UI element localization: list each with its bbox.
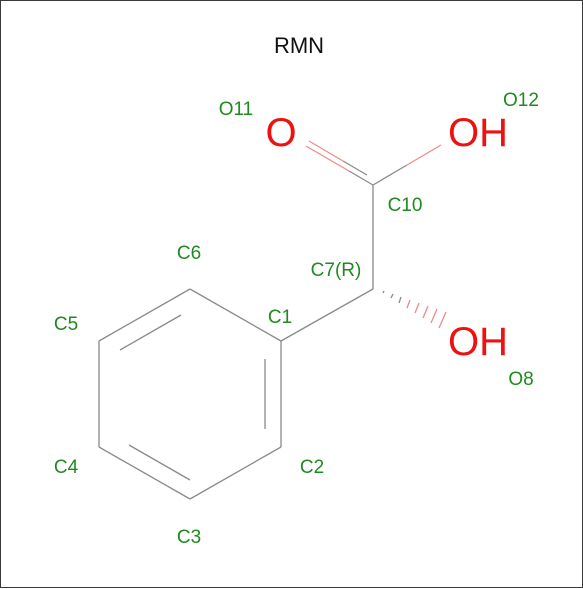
bond-c7-o8-hashed-wedge (382, 290, 447, 329)
bond-c1-c7 (280, 288, 374, 342)
atom-label-c10: C10 (388, 195, 423, 216)
atom-label-c2: C2 (300, 457, 324, 478)
diagram-title: RMN (274, 33, 324, 58)
atom-o8-symbol: OH (448, 320, 508, 364)
atom-label-c6: C6 (177, 243, 201, 264)
atom-label-c7: C7(R) (311, 260, 362, 281)
bond-c2-c3 (189, 446, 282, 500)
atom-label-c4: C4 (54, 457, 79, 478)
atom-label-c1: C1 (268, 307, 292, 328)
atom-o12-symbol: OH (448, 111, 508, 155)
bond-c5-c6 (98, 288, 191, 342)
atom-label-c3: C3 (177, 527, 201, 548)
atom-label-c5: C5 (54, 314, 78, 335)
atom-label-o11: O11 (219, 99, 254, 120)
chain-bonds (280, 185, 374, 342)
aromatic-inner-c3-c4 (128, 444, 191, 481)
atom-o11-symbol: O (265, 111, 296, 155)
bond-c10-o11-double (305, 140, 374, 186)
bond-c6-c1 (189, 288, 282, 342)
atom-label-o12: O12 (503, 90, 539, 111)
bond-c3-c4 (98, 446, 191, 500)
aromatic-inner-c5-c6 (119, 314, 182, 351)
atom-label-o8: O8 (508, 369, 533, 390)
benzene-ring (98, 288, 282, 500)
bond-c10-o12 (372, 144, 442, 186)
